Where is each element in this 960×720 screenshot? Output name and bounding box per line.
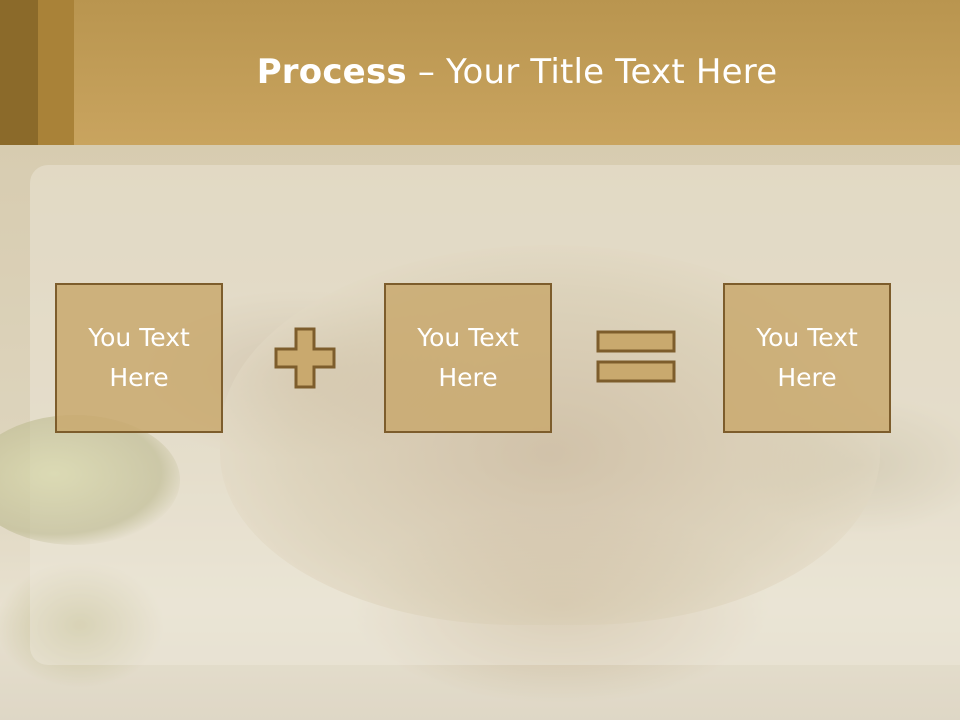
title-band: Process – Your Title Text Here <box>0 0 960 145</box>
plus-icon <box>274 327 336 389</box>
title-bold: Process <box>256 52 407 92</box>
process-box-3[interactable]: You Text Here <box>723 283 891 433</box>
title-rest: – Your Title Text Here <box>406 52 778 92</box>
process-box-1-label: You Text Here <box>88 323 190 392</box>
slide-title: Process – Your Title Text Here <box>74 52 960 92</box>
equals-icon <box>596 330 676 383</box>
process-box-2-label: You Text Here <box>417 323 519 392</box>
process-box-2[interactable]: You Text Here <box>384 283 552 433</box>
process-box-1[interactable]: You Text Here <box>55 283 223 433</box>
lime-shape <box>0 415 180 545</box>
accent-stripe-dark <box>0 0 38 145</box>
process-box-3-label: You Text Here <box>756 323 858 392</box>
accent-stripe-light <box>38 0 74 145</box>
